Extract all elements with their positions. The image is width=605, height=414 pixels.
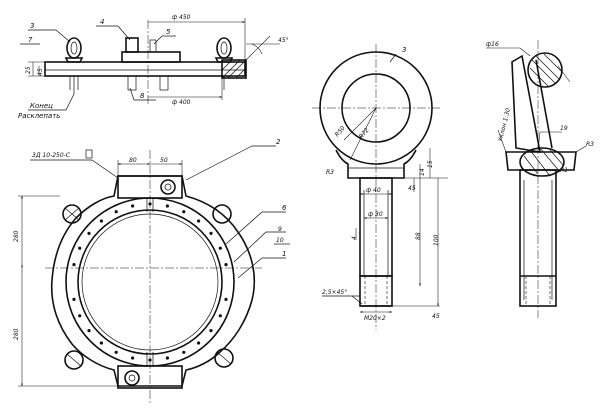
dim-d16: ф16 — [486, 41, 499, 48]
rivet-hole — [114, 210, 118, 214]
rivet-hole — [197, 219, 201, 223]
right-eyebolt — [214, 37, 234, 90]
top-view: ф 450 ф 400 25 45 45° 3 7 4 5 8 Кон — [18, 14, 289, 120]
rivet-hole — [182, 350, 186, 354]
rivet-hole — [165, 356, 169, 360]
dim-v45b: 45 — [432, 313, 440, 320]
dim-h45: 45 — [37, 68, 44, 76]
rivet-hole — [218, 314, 222, 318]
callout-2: 2 — [276, 138, 281, 146]
rivet-hole — [72, 297, 76, 301]
rivet-holes — [72, 202, 228, 362]
dim-d30: ф 30 — [368, 211, 383, 218]
side-lower-section — [519, 147, 565, 177]
dim-h280b: 280 — [13, 328, 20, 340]
top-lug — [117, 175, 183, 199]
callout-1: 1 — [282, 250, 286, 258]
eyebolt-front-view: 3 R50 R72 R3 ф 40 ф 30 4 14 15 45 88 100… — [312, 44, 448, 330]
rivet-hole — [87, 329, 91, 333]
callout-4: 4 — [100, 18, 104, 26]
center-post — [125, 37, 139, 53]
rivet-hole — [209, 329, 213, 333]
ring-inner — [77, 209, 223, 355]
callout-9: 9 — [278, 226, 282, 233]
eyebolt-side-view: ф16 Уклон 1:30 19 R3 R1 — [486, 40, 594, 318]
rivet-hole — [131, 356, 135, 360]
weld-note: 3Д 10-250-С — [32, 152, 71, 159]
dim-d40: ф 40 — [366, 187, 381, 194]
end-note-line1: Конец — [30, 102, 53, 110]
rivet-hole — [114, 350, 118, 354]
rivet-hole — [218, 246, 222, 250]
rivet-hole — [78, 246, 82, 250]
dim-chamfer: 2,5×45° — [322, 289, 347, 296]
dim-v100: 100 — [433, 234, 440, 246]
dim-v15: 15 — [427, 160, 434, 168]
rivet-hole — [182, 210, 186, 214]
dim-w50: 50 — [160, 157, 168, 164]
eyebolt-plan-tl — [62, 204, 82, 224]
eyebolt-plan-br — [214, 348, 234, 368]
rivet-hole — [224, 263, 228, 267]
rivet-hole — [78, 314, 82, 318]
rivet-hole — [148, 202, 152, 206]
dim-d450: ф 450 — [172, 14, 191, 21]
dim-slope: Уклон 1:30 — [497, 107, 512, 142]
callout-6: 6 — [282, 204, 287, 212]
dim-r50: R50 — [334, 125, 347, 139]
rivet-hole — [72, 263, 76, 267]
dim-v14: 14 — [419, 168, 426, 176]
eyebolt-plan-tr — [212, 204, 232, 224]
rivet-hole — [209, 231, 213, 235]
callout-10: 10 — [276, 237, 284, 244]
dim-angle: 45° — [278, 37, 289, 44]
dim-r3: R3 — [326, 169, 334, 176]
dim-d400: ф 400 — [172, 99, 191, 106]
dim-w80: 80 — [129, 157, 137, 164]
side-upper-arm — [511, 54, 541, 153]
bottom-lug — [117, 365, 183, 389]
rivet-hole — [131, 204, 135, 208]
rivet-hole — [197, 341, 201, 345]
eyebolt-plan-bl — [64, 350, 84, 370]
rivet-hole — [99, 219, 103, 223]
dim-d19: 19 — [560, 125, 568, 132]
dim-v4: 4 — [351, 236, 358, 240]
rivet-hole — [87, 231, 91, 235]
central-hub — [121, 51, 181, 63]
dim-h280a: 280 — [13, 230, 20, 242]
dim-r1: R1 — [560, 167, 568, 174]
dim-v88: 88 — [415, 232, 422, 240]
left-eyebolt — [64, 37, 84, 94]
dim-h25: 25 — [25, 66, 32, 74]
end-note-line2: Расклепать — [18, 112, 60, 120]
side-top-section — [527, 52, 563, 88]
rivet-hole — [148, 358, 152, 362]
base-plate — [44, 61, 246, 77]
dim-v45: 45 — [408, 185, 416, 192]
callout-3-top: 3 — [30, 22, 34, 30]
callout-3-eye: 3 — [402, 46, 406, 54]
rivet-hole — [99, 341, 103, 345]
callout-5: 5 — [166, 28, 171, 36]
dim-thread: М20×2 — [364, 315, 386, 322]
side-collar — [505, 151, 577, 171]
dim-r3-side: R3 — [586, 141, 594, 148]
rivet-hole — [224, 297, 228, 301]
callout-8: 8 — [140, 92, 145, 100]
rivet-hole — [165, 204, 169, 208]
plan-view: 80 50 280 280 3Д 10-250-С 2 6 9 10 1 — [13, 138, 290, 405]
callout-7: 7 — [28, 36, 33, 44]
dim-r72: R72 — [358, 127, 371, 141]
